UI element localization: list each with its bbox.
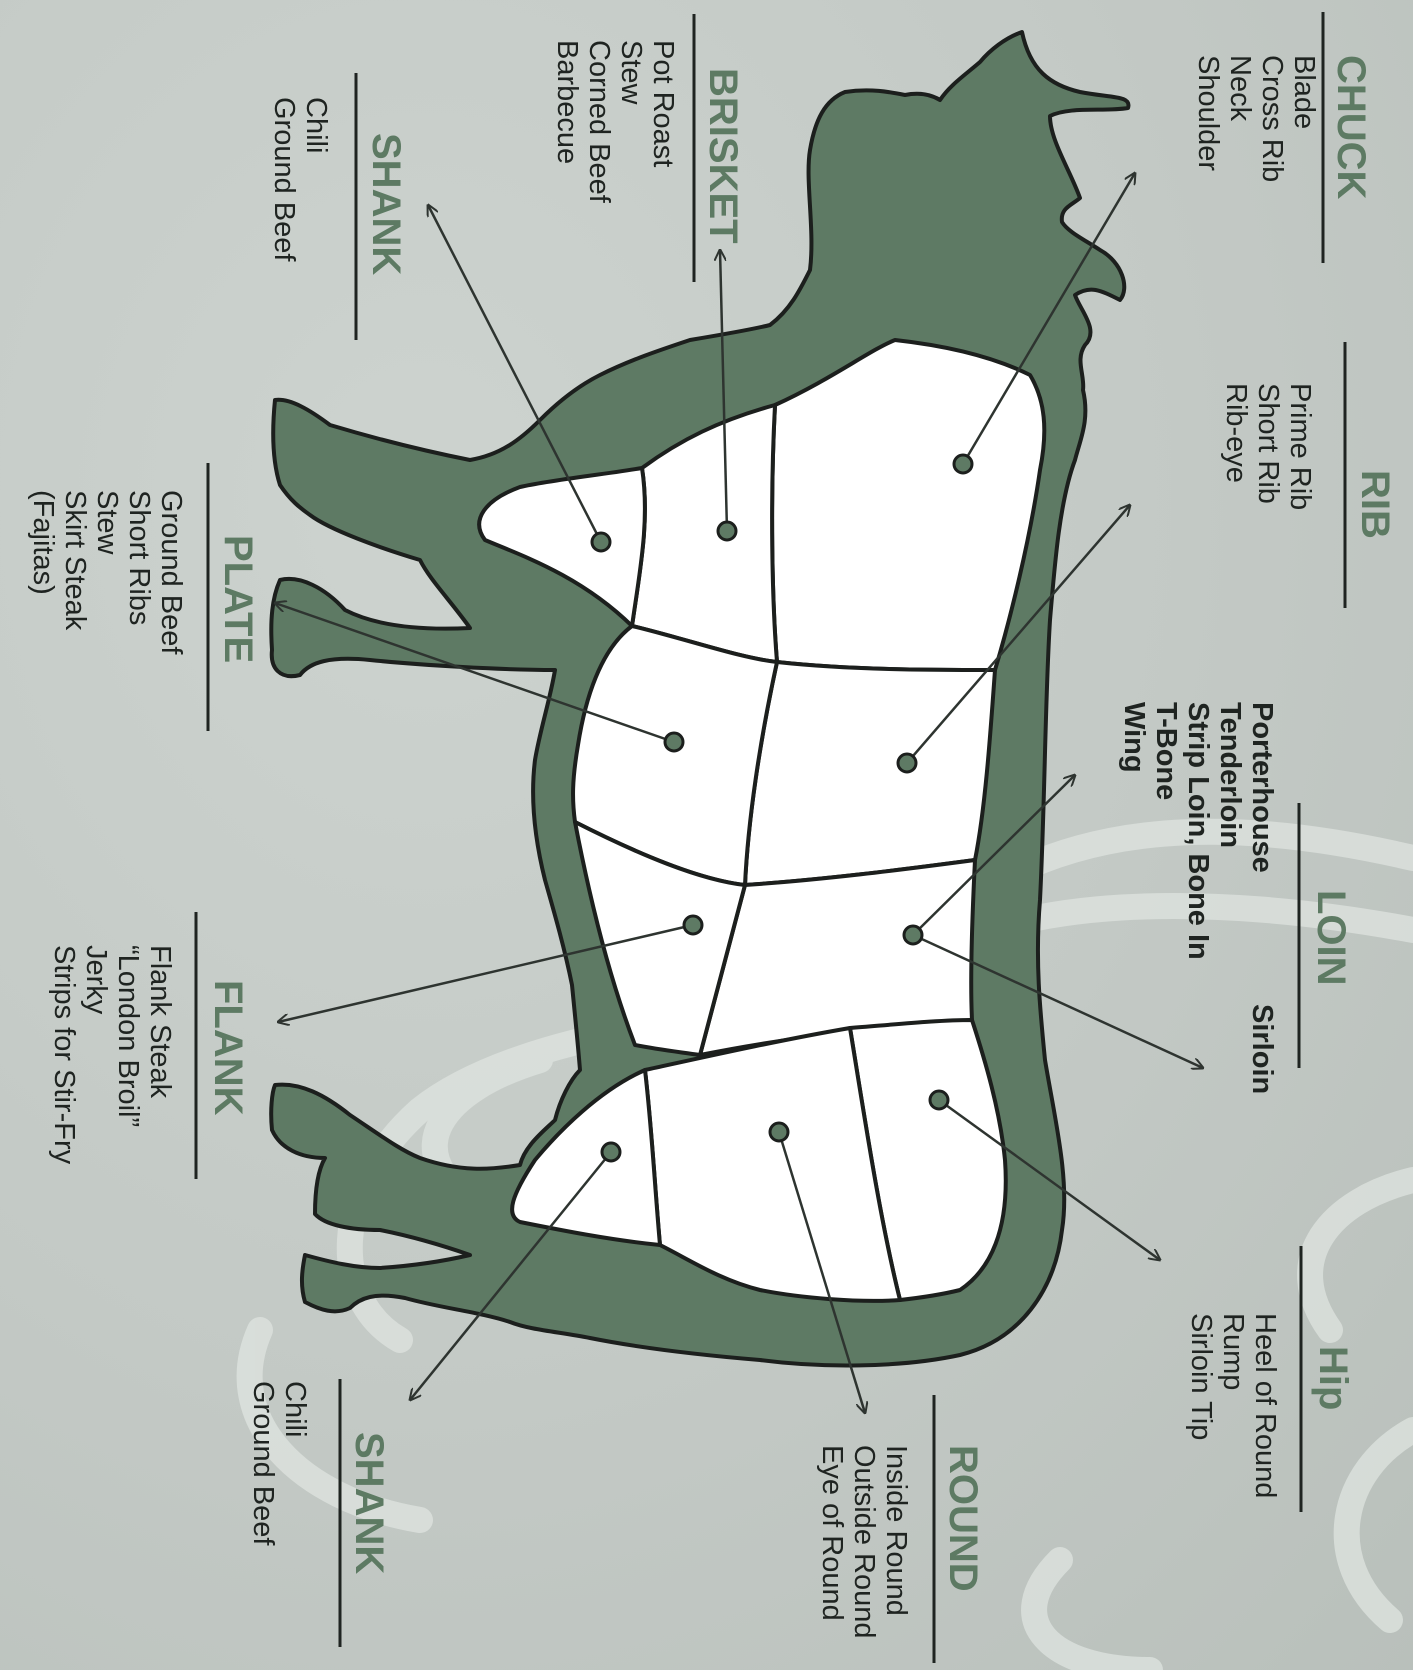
rib-item: Rib-eye bbox=[1220, 383, 1252, 483]
loin-item: T-Bone bbox=[1150, 702, 1182, 800]
hip-item: Heel of Round bbox=[1249, 1313, 1281, 1498]
shank-front-item: Chili bbox=[300, 97, 332, 153]
rib-item: Short Rib bbox=[1252, 383, 1284, 504]
sirloin-label: Sirloin bbox=[1246, 1004, 1278, 1094]
dot-flank bbox=[684, 916, 702, 934]
chuck-item: Shoulder bbox=[1192, 55, 1224, 171]
loin-title: LOIN bbox=[1309, 890, 1353, 986]
label-hip: Hip bbox=[1311, 1346, 1355, 1410]
dot-brisket bbox=[718, 522, 736, 540]
label-plate-items: Ground Beef Short Ribs Stew Skirt Steak … bbox=[27, 490, 187, 655]
label-hip-items: Heel of Round Rump Sirloin Tip bbox=[1185, 1313, 1281, 1498]
label-plate: PLATE bbox=[216, 535, 260, 663]
brisket-item: Stew bbox=[615, 40, 647, 106]
label-rib: RIB bbox=[1353, 470, 1397, 539]
region-rib bbox=[772, 340, 1044, 670]
label-brisket: BRISKET Pot Roast Stew Corned Beef Barbe… bbox=[551, 40, 745, 244]
label-round: ROUND bbox=[941, 1445, 985, 1592]
loin-item: Wing bbox=[1118, 702, 1150, 773]
hip-item: Sirloin Tip bbox=[1185, 1313, 1217, 1440]
label-shank-front-items: Chili Ground Beef bbox=[268, 97, 332, 262]
brisket-item: Barbecue bbox=[551, 40, 583, 164]
plate-item: Ground Beef bbox=[155, 490, 187, 655]
dot-chuck bbox=[954, 455, 972, 473]
label-rib-items: Prime Rib Short Rib Rib-eye bbox=[1220, 383, 1316, 510]
label-sirloin: Sirloin bbox=[1246, 1004, 1278, 1094]
round-item: Outside Round bbox=[848, 1445, 880, 1638]
shank-front-title: SHANK bbox=[364, 133, 408, 275]
label-flank: FLANK bbox=[206, 980, 250, 1116]
label-shank-rear: SHANK bbox=[347, 1432, 391, 1574]
rib-item: Prime Rib bbox=[1284, 383, 1316, 510]
shank-rear-title: SHANK bbox=[347, 1432, 391, 1574]
brisket-title: BRISKET bbox=[701, 68, 745, 244]
rib-title: RIB bbox=[1353, 470, 1397, 539]
round-item: Inside Round bbox=[880, 1445, 912, 1616]
brisket-item: Corned Beef bbox=[583, 40, 615, 204]
dot-shank-front bbox=[592, 533, 610, 551]
loin-item: Strip Loin, Bone In bbox=[1182, 702, 1214, 960]
label-chuck: CHUCK Blade Cross Rib Neck Shoulder bbox=[1192, 55, 1373, 200]
hip-title: Hip bbox=[1311, 1346, 1355, 1410]
brisket-item: Pot Roast bbox=[647, 40, 679, 167]
flank-item: “London Broil” bbox=[112, 945, 144, 1127]
dot-shank-rear bbox=[602, 1143, 620, 1161]
label-loin: LOIN bbox=[1309, 890, 1353, 986]
flank-item: Jerky bbox=[80, 945, 112, 1015]
hip-item: Rump bbox=[1217, 1313, 1249, 1390]
round-title: ROUND bbox=[941, 1445, 985, 1592]
plate-item: Short Ribs bbox=[123, 490, 155, 625]
chuck-title: CHUCK bbox=[1329, 55, 1373, 200]
label-flank-items: Flank Steak “London Broil” Jerky Strips … bbox=[48, 945, 176, 1165]
chuck-item: Cross Rib bbox=[1256, 55, 1288, 182]
loin-item: Porterhouse bbox=[1246, 702, 1278, 873]
dot-plate bbox=[665, 733, 683, 751]
chuck-item: Blade bbox=[1288, 55, 1320, 129]
flank-item: Strips for Stir-Fry bbox=[48, 945, 80, 1165]
dot-round bbox=[770, 1123, 788, 1141]
label-shank-front: SHANK bbox=[364, 133, 408, 275]
dot-rib bbox=[898, 754, 916, 772]
dot-loin bbox=[904, 926, 922, 944]
plate-item: (Fajitas) bbox=[27, 490, 59, 595]
plate-title: PLATE bbox=[216, 535, 260, 663]
loin-item: Tenderloin bbox=[1214, 702, 1246, 848]
plate-item: Stew bbox=[91, 490, 123, 556]
label-round-items: Inside Round Outside Round Eye of Round bbox=[816, 1445, 912, 1638]
chuck-item: Neck bbox=[1224, 55, 1256, 122]
flank-title: FLANK bbox=[206, 980, 250, 1116]
shank-rear-item: Ground Beef bbox=[247, 1381, 279, 1546]
dot-hip bbox=[930, 1091, 948, 1109]
flank-item: Flank Steak bbox=[144, 945, 176, 1099]
region-loin bbox=[745, 662, 995, 885]
plate-item: Skirt Steak bbox=[59, 490, 91, 631]
shank-front-item: Ground Beef bbox=[268, 97, 300, 262]
shank-rear-item: Chili bbox=[279, 1381, 311, 1437]
round-item: Eye of Round bbox=[816, 1445, 848, 1621]
